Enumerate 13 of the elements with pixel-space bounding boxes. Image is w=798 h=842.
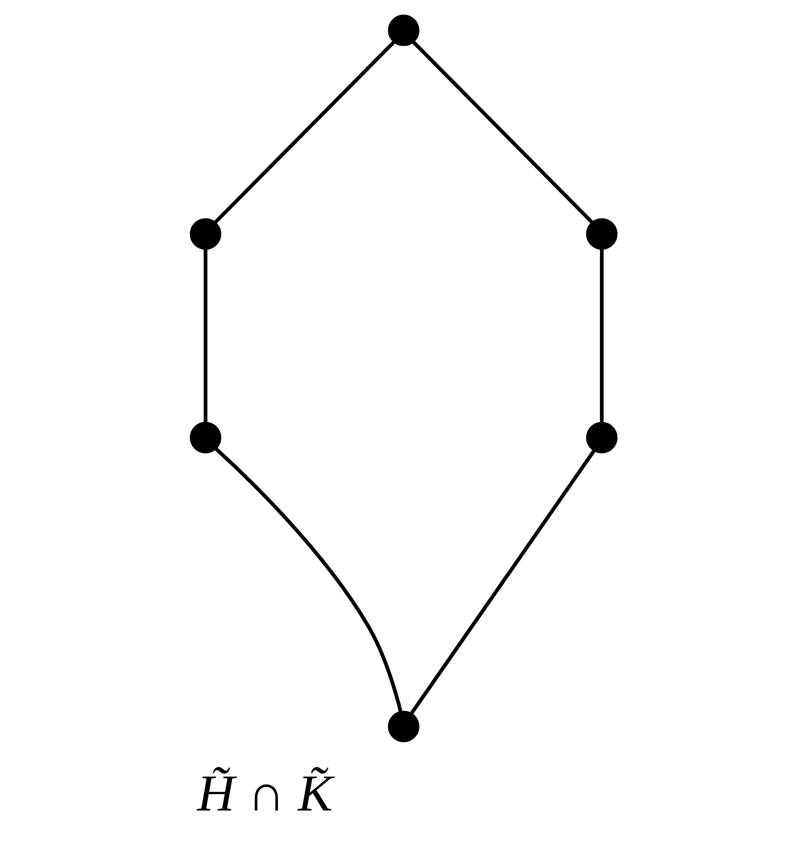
connector xyxy=(410,450,595,714)
connector xyxy=(214,40,395,224)
node-circle xyxy=(387,14,419,46)
node-circle xyxy=(586,218,618,250)
connector xyxy=(203,248,207,422)
node-circle xyxy=(586,422,618,454)
node-circle xyxy=(189,218,221,250)
connector xyxy=(214,447,402,712)
node-label: H̃ ∩ K̃ xyxy=(196,766,332,823)
connector xyxy=(599,248,604,422)
connector xyxy=(411,40,593,224)
node-circle xyxy=(189,422,221,454)
node-circle xyxy=(387,710,419,742)
